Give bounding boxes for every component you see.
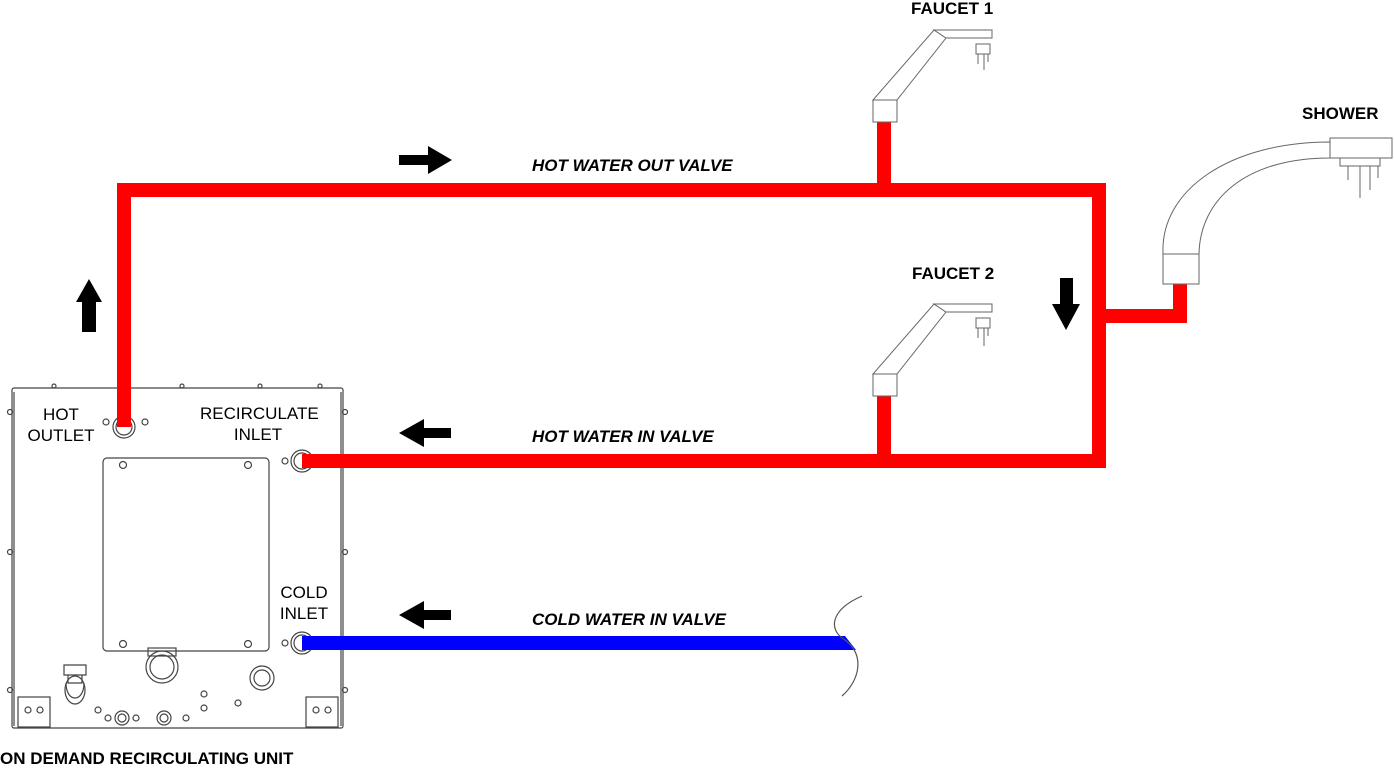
cold-inlet-label-line1: COLD <box>280 583 328 602</box>
hot-water-loop <box>117 122 1187 468</box>
shower-branch-pipe <box>1099 284 1187 323</box>
hot-water-main-pipe <box>117 183 1106 468</box>
cold-inlet-label-line2: INLET <box>279 604 329 623</box>
arrow-right-icon <box>399 146 452 174</box>
faucet1-label: FAUCET 1 <box>911 0 994 18</box>
faucet-1 <box>871 29 993 123</box>
recirculating-unit <box>6 383 349 729</box>
hot-water-out-valve-label: HOT WATER OUT VALVE <box>532 156 733 175</box>
hot-outlet-label-line1: HOT <box>43 405 79 424</box>
unit-housing <box>11 387 344 729</box>
shower-head <box>1162 137 1393 285</box>
arrow-down-icon <box>1052 278 1080 330</box>
faucet2-label: FAUCET 2 <box>912 264 995 283</box>
unit-cover-panel <box>102 457 270 652</box>
arrow-left-icon <box>399 419 451 447</box>
shower-label: SHOWER <box>1302 104 1379 123</box>
recirculate-inlet-label-line2: INLET <box>233 425 283 444</box>
flow-arrows <box>76 146 1080 629</box>
pipe-break-line <box>833 595 863 697</box>
cold-inlet-label: COLD INLET <box>268 582 340 624</box>
gas-connector <box>63 664 87 699</box>
arrow-up-icon <box>76 279 102 332</box>
cold-water-in-valve-label: COLD WATER IN VALVE <box>532 610 726 629</box>
cold-water-line <box>302 595 863 697</box>
recirculate-inlet-label-line1: RECIRCULATE <box>200 404 319 423</box>
recirculate-inlet-label: RECIRCULATE INLET <box>200 403 319 445</box>
unit-title: ON DEMAND RECIRCULATING UNIT <box>0 749 294 768</box>
left-mounting-bracket <box>17 696 51 728</box>
faucet-2 <box>871 303 993 397</box>
arrow-left-icon <box>399 601 451 629</box>
hot-outlet-label-line2: OUTLET <box>27 426 95 445</box>
drain-port <box>145 650 179 684</box>
hot-outlet-label: HOT OUTLET <box>20 404 102 446</box>
cold-water-pipe <box>302 636 856 650</box>
right-mounting-bracket <box>305 696 339 728</box>
vent-fitting <box>249 665 275 691</box>
hot-water-in-valve-label: HOT WATER IN VALVE <box>532 427 714 446</box>
